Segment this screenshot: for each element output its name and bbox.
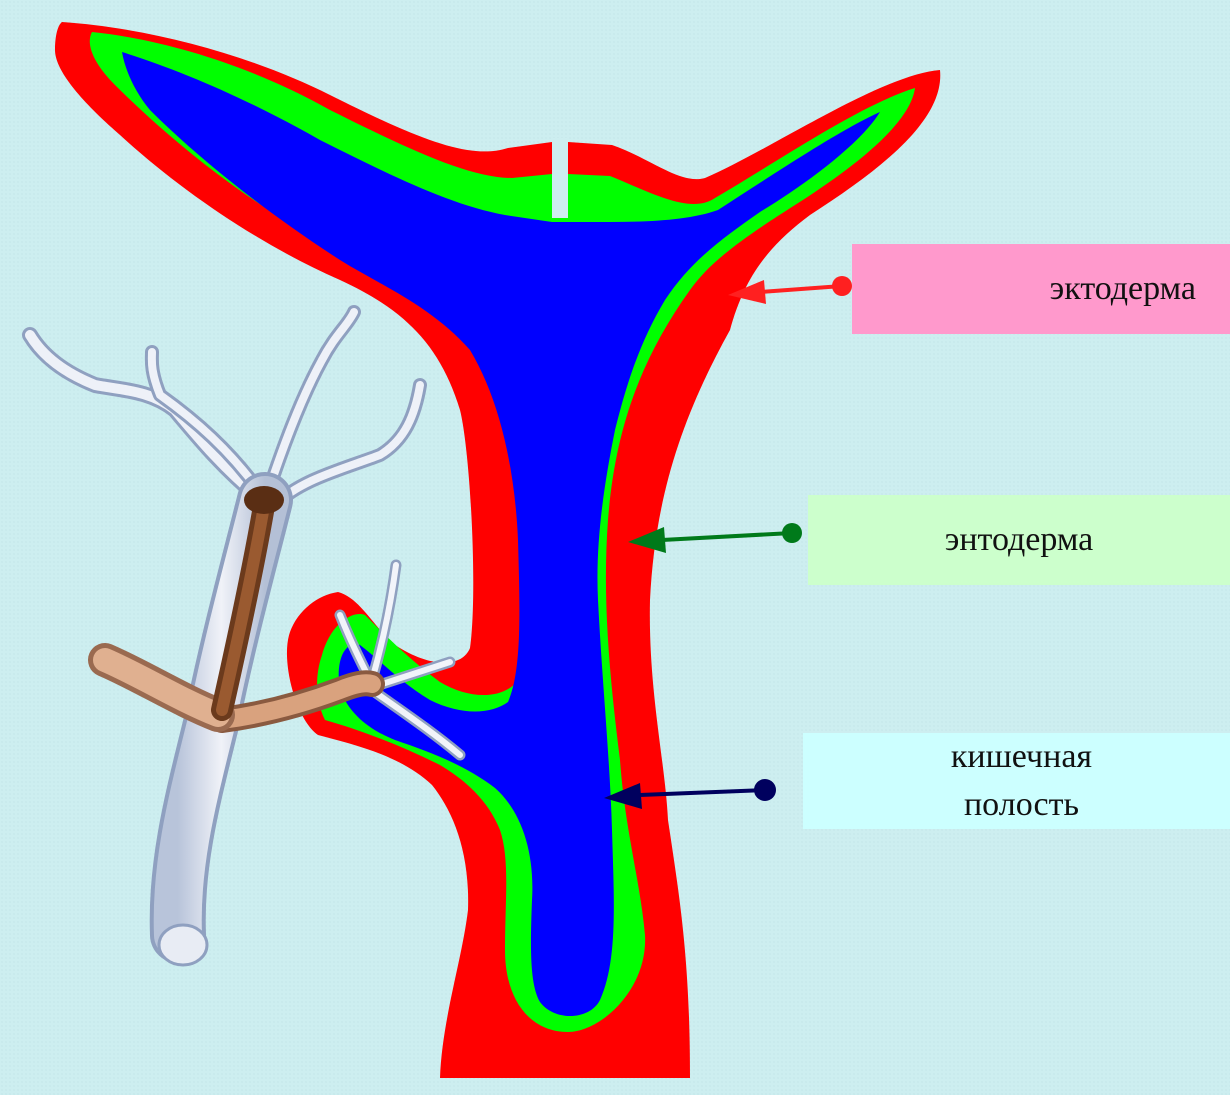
hydra-illustration — [30, 312, 460, 965]
ectoderm-label: эктодерма — [1050, 265, 1196, 313]
arrow-cavity-dot — [754, 779, 776, 801]
gut-cavity-label-line1: кишечная — [951, 733, 1092, 781]
arrow-ectoderm-dot — [832, 276, 852, 296]
endoderm-label-box: энтодерма — [808, 495, 1230, 585]
endoderm-label: энтодерма — [945, 516, 1093, 564]
mouth-opening — [552, 138, 568, 218]
hydra-hypostome — [244, 486, 284, 514]
gut-cavity-label-box: кишечная полость — [803, 733, 1230, 829]
arrow-endoderm-dot — [782, 523, 802, 543]
hydra-basal-disc — [159, 925, 207, 965]
ectoderm-label-box: эктодерма — [852, 244, 1230, 334]
gut-cavity-label-line2: полость — [964, 781, 1079, 829]
